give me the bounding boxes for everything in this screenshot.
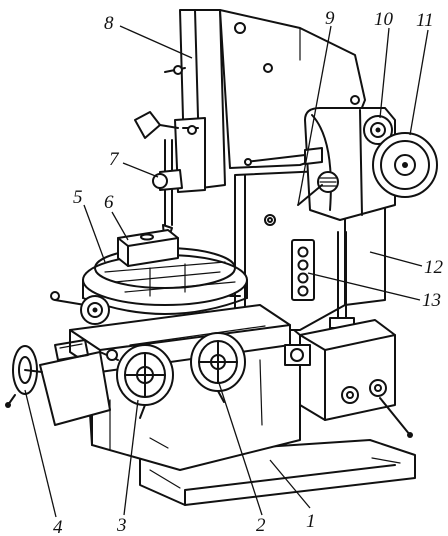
- callout-8: 8: [104, 13, 114, 34]
- leader-5: [83, 204, 106, 263]
- callout-5: 5: [73, 187, 83, 208]
- gear-motor-head: [244, 107, 438, 221]
- workpiece: [117, 229, 179, 267]
- leader-12: [369, 251, 423, 267]
- leader-10: [379, 27, 390, 119]
- callout-6: 6: [104, 192, 114, 213]
- callout-11: 11: [416, 10, 434, 31]
- leader-6: [111, 211, 129, 241]
- left-feed-box: [39, 339, 111, 426]
- callout-1: 1: [306, 511, 316, 532]
- leader-11: [409, 29, 429, 136]
- leader-7: [122, 162, 159, 178]
- callout-labels: 1 2 3 4 5 6 7 8 9 10 11 12 13: [53, 8, 444, 536]
- electrical-box: [284, 319, 413, 438]
- callout-10: 10: [374, 9, 394, 30]
- callout-2: 2: [256, 515, 266, 536]
- leader-9: [297, 25, 332, 206]
- leader-2: [217, 379, 263, 516]
- leader-13: [307, 272, 421, 301]
- leader-1: [269, 459, 311, 509]
- handwheel-4: [5, 345, 43, 408]
- leader-3: [123, 399, 139, 516]
- callout-3: 3: [116, 515, 127, 536]
- callout-13: 13: [422, 290, 441, 311]
- callout-9: 9: [325, 8, 335, 29]
- handwheel-3: [99, 344, 174, 419]
- control-button-panel: [291, 239, 315, 301]
- leader-4: [24, 389, 57, 518]
- callout-4: 4: [53, 517, 63, 536]
- callout-12: 12: [424, 257, 444, 278]
- tool-head: [134, 111, 206, 249]
- handwheel-2: [190, 332, 246, 403]
- leader-8: [119, 25, 193, 59]
- callout-7: 7: [109, 149, 120, 170]
- callout-leaders: [24, 25, 429, 518]
